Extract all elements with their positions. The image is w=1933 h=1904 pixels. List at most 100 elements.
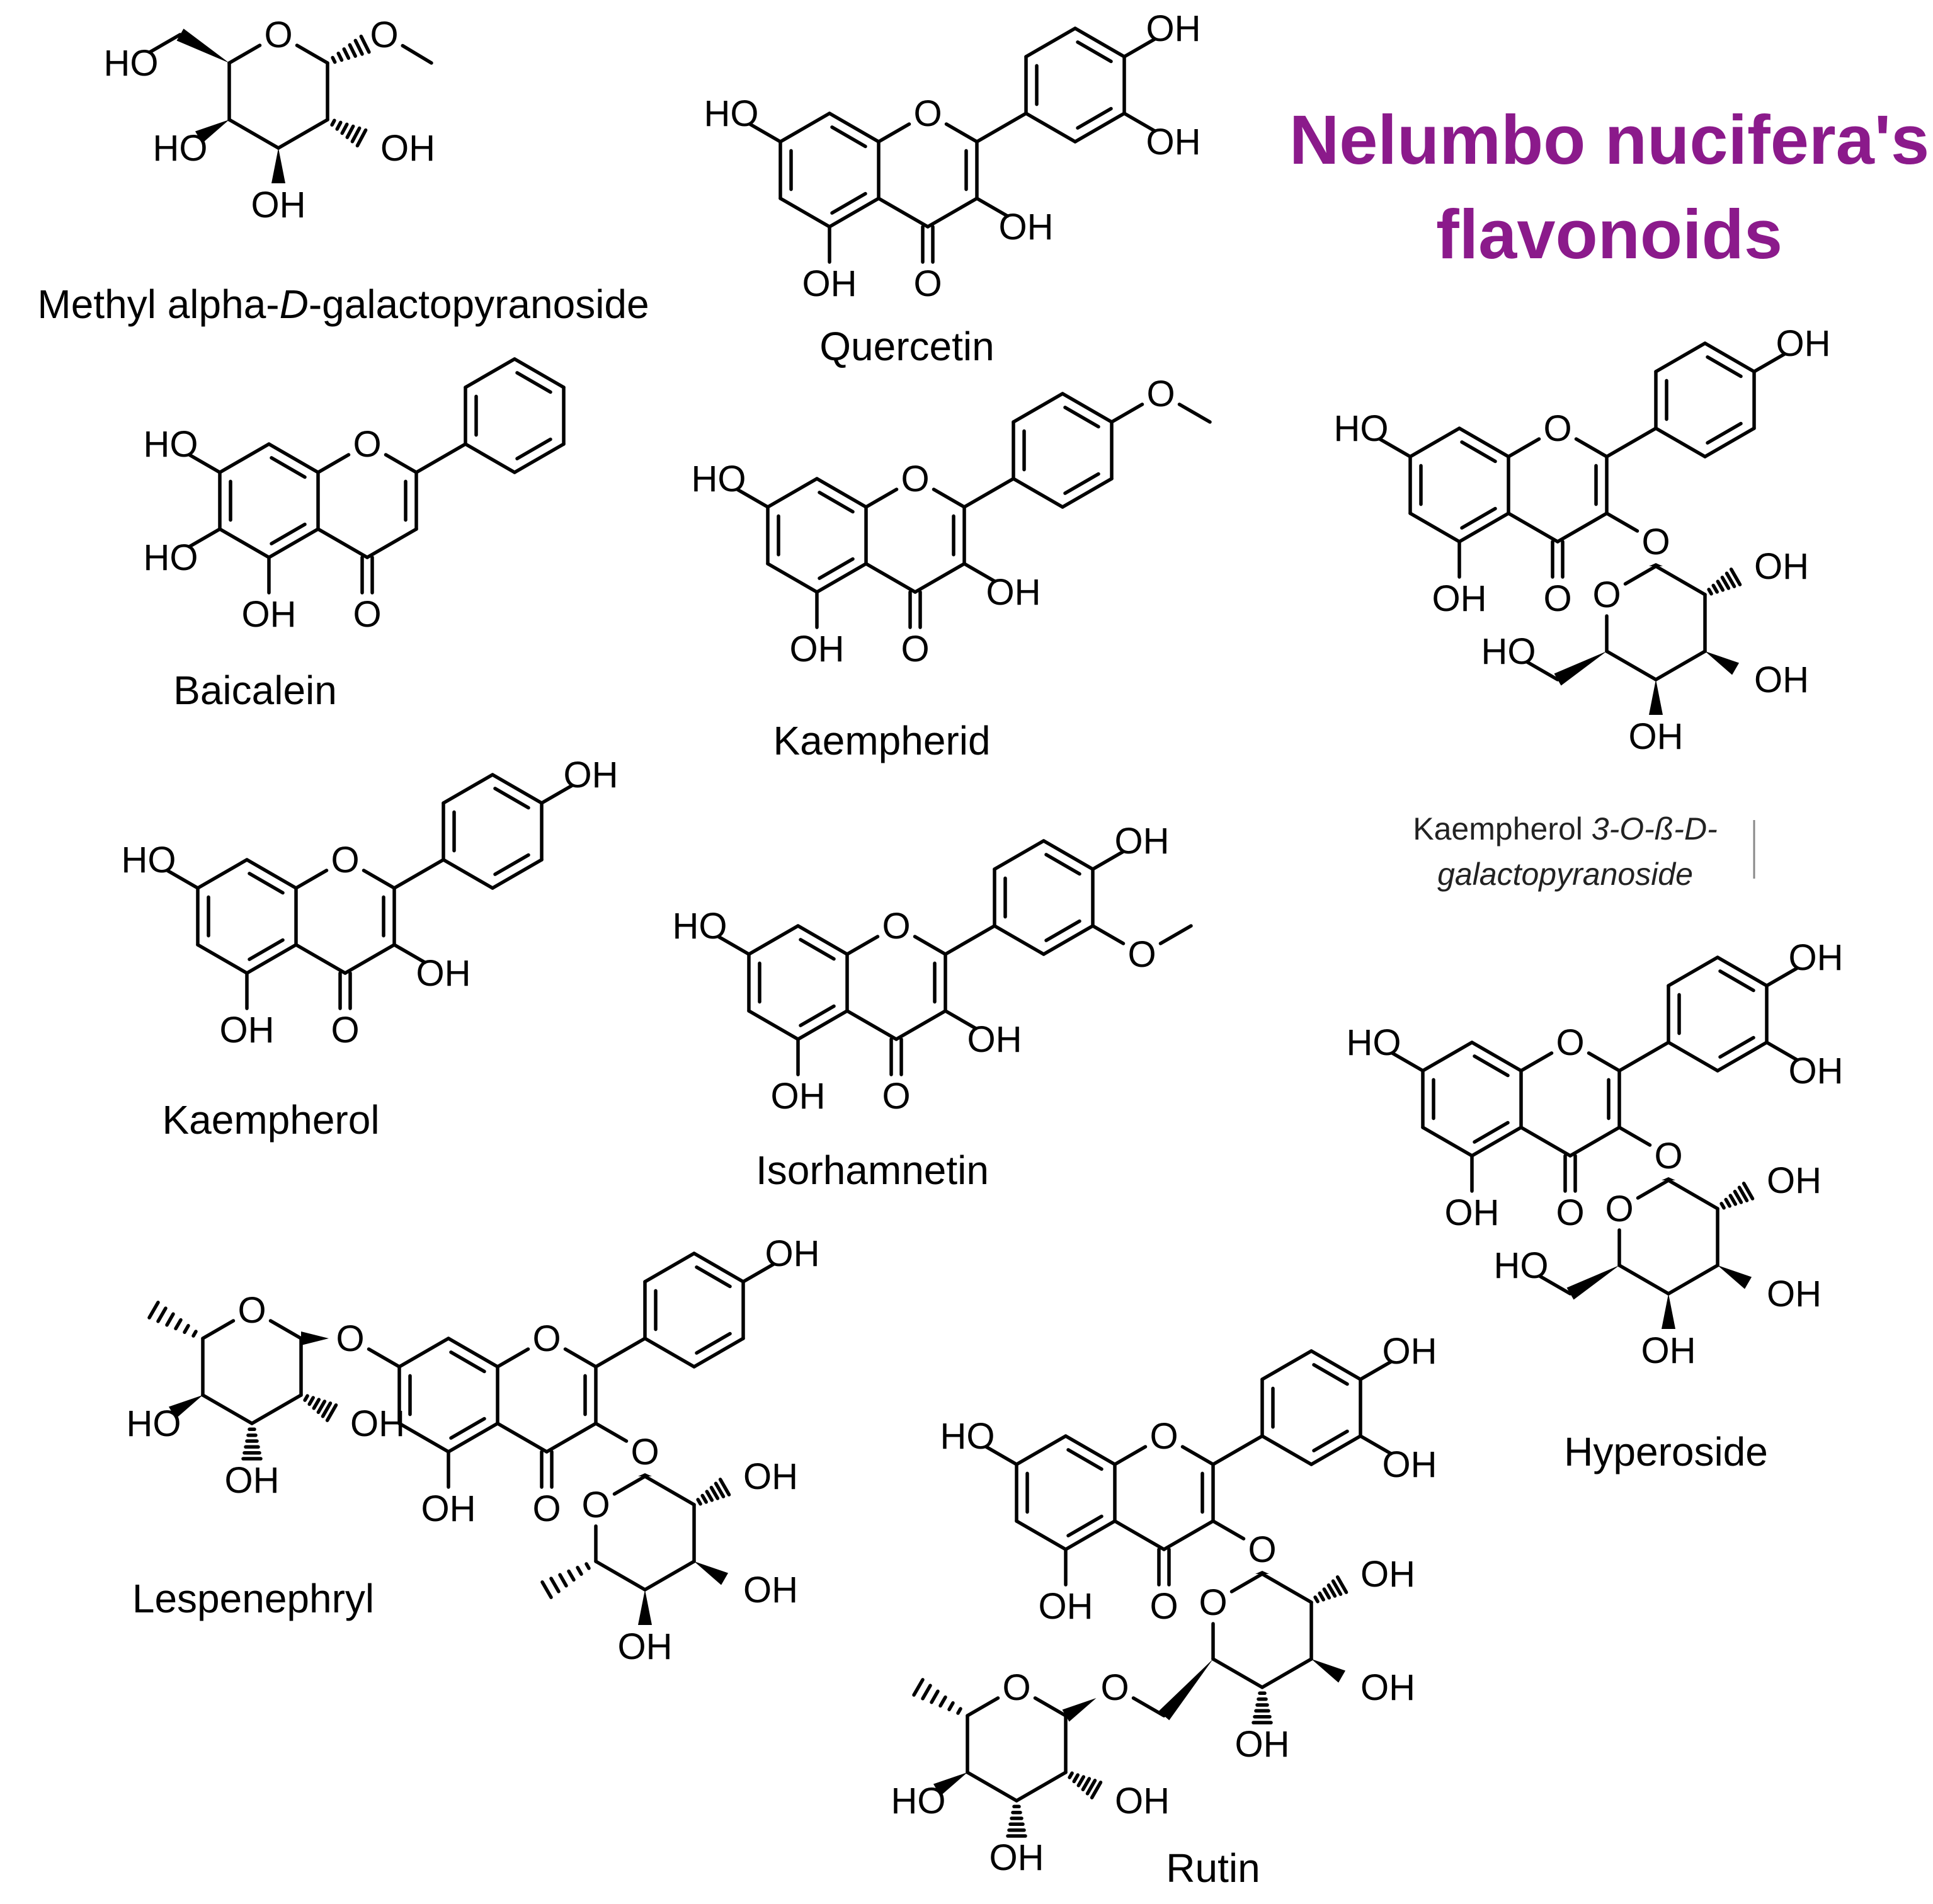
bond-sc1-so5 bbox=[1636, 1178, 1670, 1200]
oxygen-atom-label: O bbox=[630, 1432, 659, 1473]
compound-name-isorhamnetin: Isorhamnetin bbox=[756, 1148, 989, 1193]
bond-sc2-soh2-hash bbox=[1729, 567, 1742, 586]
bond-sc5-sc6 bbox=[1554, 651, 1607, 686]
oxygen-atom-label: O bbox=[1146, 373, 1175, 414]
bond-b5-b6-inner bbox=[1044, 919, 1081, 942]
bond-b3-b4-inner bbox=[515, 371, 552, 394]
oxygen-atom-label: O bbox=[353, 594, 381, 635]
bond-c8a-o1 bbox=[1507, 437, 1541, 459]
figure-title-line2: flavonoids bbox=[1436, 196, 1782, 273]
bond-rc4-rc3 bbox=[966, 1770, 1018, 1803]
bond-o3-sc1 bbox=[1255, 1571, 1269, 1574]
bond-c3-o3 bbox=[975, 197, 1010, 218]
hydroxyl-label: OH bbox=[989, 1837, 1044, 1878]
bond-c6-o6 bbox=[187, 527, 222, 549]
bond-c7-o7 bbox=[367, 1347, 401, 1369]
bond-c2-b1 bbox=[975, 111, 1028, 144]
hydroxyl-label: OH bbox=[1754, 659, 1809, 700]
bond-c3-o3 bbox=[944, 1009, 978, 1030]
bond-rc2-roh2-hash bbox=[1085, 1779, 1097, 1796]
oxygen-atom-label: O bbox=[1248, 1529, 1276, 1570]
bond-c4-c4a bbox=[496, 1422, 549, 1454]
bond-c8-c7 bbox=[1408, 426, 1461, 459]
bond-rc5-rme-hash bbox=[147, 1301, 160, 1320]
hydroxyl-label: HO bbox=[144, 537, 198, 578]
bond-c8a-c8 bbox=[267, 442, 320, 474]
bond-o1-c2 bbox=[384, 453, 418, 474]
bond-b2-b3 bbox=[1654, 341, 1707, 373]
bond-rc2-roh2-hash bbox=[1068, 1771, 1074, 1779]
bond-c8a-c8-inner bbox=[818, 491, 855, 514]
bond-b3-b4-inner bbox=[493, 787, 530, 810]
bond-b2-b3 bbox=[1260, 1349, 1313, 1381]
oxygen-atom-label: O bbox=[331, 1010, 359, 1051]
hydroxyl-label: HO bbox=[704, 93, 759, 134]
bond-c1-o5 bbox=[295, 43, 329, 65]
hydroxyl-label: HO bbox=[692, 459, 746, 499]
oxygen-atom-label: O bbox=[237, 1290, 266, 1331]
bond-rc4-rc3 bbox=[201, 1393, 254, 1425]
oxygen-atom-label: O bbox=[264, 14, 292, 55]
bond-rc5-rme-hash bbox=[956, 1707, 962, 1715]
bond-o7-rc1 bbox=[301, 1331, 329, 1345]
bond-b2-b3 bbox=[1012, 392, 1064, 424]
bond-c8a-o1 bbox=[845, 935, 880, 956]
bond-b5-b6 bbox=[1042, 924, 1095, 956]
bond-c8-c7 bbox=[766, 477, 819, 509]
bond-c8a-c8 bbox=[815, 477, 868, 509]
oxygen-atom-label: O bbox=[331, 840, 359, 881]
compound-name-kaempherid: Kaempherid bbox=[773, 718, 990, 763]
bond-o3-sc1 bbox=[1649, 563, 1663, 566]
oxygen-atom-label: O bbox=[901, 459, 929, 499]
bond-o1-c2 bbox=[944, 122, 979, 144]
bond-sc2-soh2-hash bbox=[1742, 1182, 1755, 1200]
bond-rc5-rme-hash bbox=[912, 1678, 925, 1697]
hydroxyl-label: OH bbox=[1383, 1444, 1437, 1485]
bond-c8a-o1 bbox=[877, 122, 911, 144]
bond-sc4-sc3 bbox=[643, 1559, 696, 1592]
bond-c5-c4a bbox=[245, 943, 298, 975]
bond-c7-o7 bbox=[748, 122, 782, 144]
bond-sc5-sme-hash bbox=[549, 1576, 561, 1593]
figure-title-line1: Nelumbo nucifera's bbox=[1289, 101, 1929, 179]
bond-c2-b1 bbox=[1211, 1434, 1264, 1466]
bond-b4-o4p bbox=[1091, 850, 1126, 871]
bond-c2-oh2-hash bbox=[340, 122, 349, 135]
bond-c8a-c8 bbox=[828, 111, 881, 144]
bond-c5-c4a bbox=[1470, 1126, 1523, 1158]
hydroxyl-label: HO bbox=[1481, 631, 1536, 672]
bond-sc4-soh4 bbox=[1662, 1294, 1675, 1329]
hydroxyl-label: OH bbox=[771, 1076, 826, 1117]
bond-c6-c5 bbox=[1421, 1126, 1474, 1158]
bond-c1-om-hash bbox=[342, 47, 351, 60]
bond-c4-oh4 bbox=[195, 120, 229, 144]
bond-sc2-soh2-hash bbox=[1719, 1202, 1726, 1210]
bond-sc2-soh2-hash bbox=[1716, 579, 1725, 592]
bond-c6-c5 bbox=[766, 562, 819, 594]
hydroxyl-label: HO bbox=[153, 128, 208, 169]
bond-rc5-rme-hash bbox=[191, 1330, 198, 1338]
bond-c5-c4a-inner bbox=[449, 1417, 486, 1440]
bond-sc5-sc4 bbox=[1605, 649, 1658, 681]
bond-c5-c4a bbox=[828, 197, 881, 229]
bond-c6-c5 bbox=[196, 943, 249, 975]
oxygen-atom-label: O bbox=[1002, 1667, 1030, 1708]
bond-c3-c4 bbox=[365, 527, 418, 559]
hydroxyl-label: OH bbox=[1039, 1586, 1093, 1627]
bond-c8a-c8 bbox=[1470, 1040, 1523, 1073]
bond-c6-c5 bbox=[1015, 1519, 1068, 1551]
hydroxyl-label: OH bbox=[1432, 578, 1487, 619]
hydroxyl-label: HO bbox=[891, 1781, 946, 1821]
bond-sc5-sc6 bbox=[1158, 1659, 1213, 1721]
hydroxyl-label: HO bbox=[1494, 1245, 1549, 1286]
hydroxyl-label: OH bbox=[242, 594, 297, 635]
bond-sc2-soh2-hash bbox=[718, 1478, 731, 1496]
oxygen-atom-label: O bbox=[1100, 1667, 1129, 1708]
bond-b5-b6-inner bbox=[1063, 472, 1100, 495]
bond-b5-b6-inner bbox=[515, 437, 552, 460]
bond-rc5-rme-hash bbox=[165, 1312, 175, 1327]
bond-b6-b1 bbox=[1260, 1434, 1313, 1466]
